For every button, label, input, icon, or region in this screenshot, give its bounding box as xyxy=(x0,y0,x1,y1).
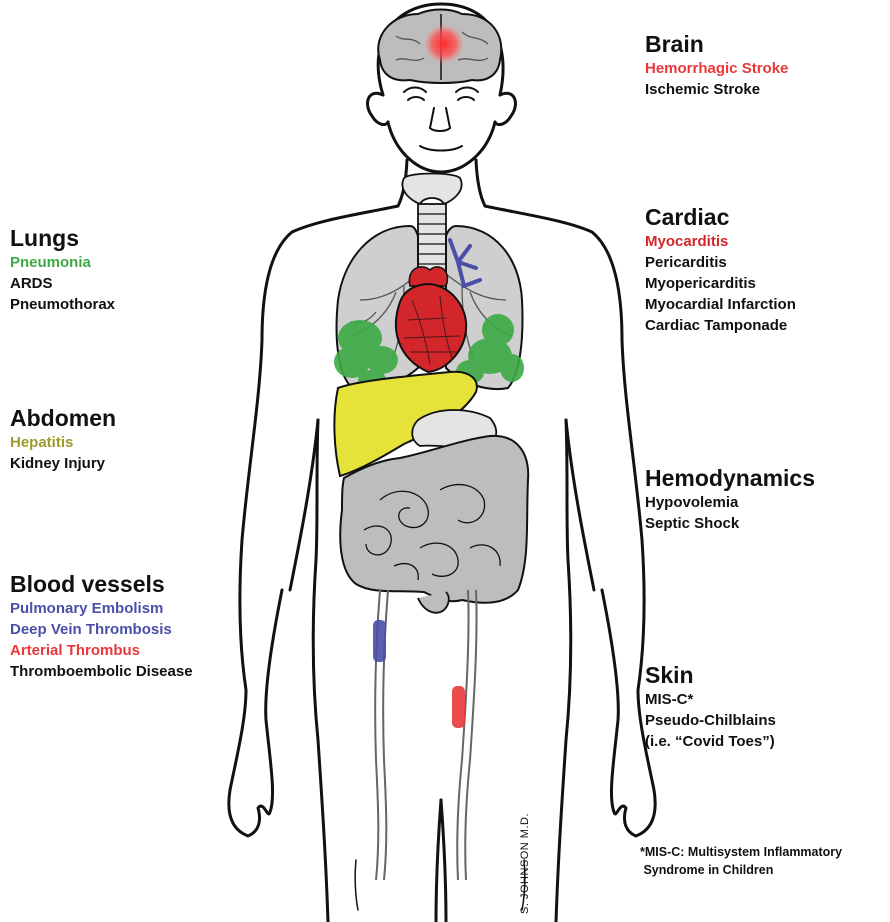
condition-label: Thromboembolic Disease xyxy=(10,661,193,682)
signature: S. JOHNSON M.D. xyxy=(519,813,531,914)
condition-label: Hepatitis xyxy=(10,432,116,453)
blood-vessels-heading: Blood vessels xyxy=(10,571,193,598)
condition-label: Myocardial Infarction xyxy=(645,294,796,315)
condition-label: Pericarditis xyxy=(645,252,796,273)
condition-label: Deep Vein Thrombosis xyxy=(10,619,193,640)
face-features xyxy=(404,88,478,151)
abdomen-heading: Abdomen xyxy=(10,405,116,432)
condition-label: Pneumothorax xyxy=(10,294,115,315)
condition-label: Cardiac Tamponade xyxy=(645,315,796,336)
footnote: *MIS-C: Multisystem Inflammatory Syndrom… xyxy=(640,843,842,879)
condition-label: Hemorrhagic Stroke xyxy=(645,58,788,79)
condition-label: Kidney Injury xyxy=(10,453,116,474)
condition-label: Septic Shock xyxy=(645,513,815,534)
hemodynamics-heading: Hemodynamics xyxy=(645,465,815,492)
condition-label: (i.e. “Covid Toes”) xyxy=(645,731,776,752)
brain-heading: Brain xyxy=(645,31,788,58)
condition-label: Hypovolemia xyxy=(645,492,815,513)
lungs-heading: Lungs xyxy=(10,225,115,252)
condition-label: Ischemic Stroke xyxy=(645,79,788,100)
leg-vessels xyxy=(375,590,476,880)
condition-label: ARDS xyxy=(10,273,115,294)
condition-label: Myocarditis xyxy=(645,231,796,252)
condition-label: Arterial Thrombus xyxy=(10,640,193,661)
brain-hemorrhage-spot xyxy=(424,24,464,64)
condition-label: Pseudo-Chilblains xyxy=(645,710,776,731)
cardiac-heading: Cardiac xyxy=(645,204,796,231)
condition-label: MIS-C* xyxy=(645,689,776,710)
deep-vein-thrombosis-marker xyxy=(373,620,386,662)
condition-label: Pneumonia xyxy=(10,252,115,273)
condition-label: Pulmonary Embolism xyxy=(10,598,193,619)
condition-label: Myopericarditis xyxy=(645,273,796,294)
arterial-thrombus-marker xyxy=(452,686,465,728)
skin-items: MIS-C*Pseudo-Chilblains(i.e. “Covid Toes… xyxy=(645,689,776,752)
skin-group: Skin MIS-C*Pseudo-Chilblains(i.e. “Covid… xyxy=(645,662,776,752)
skin-heading: Skin xyxy=(645,662,776,689)
brain-illustration xyxy=(378,10,501,84)
